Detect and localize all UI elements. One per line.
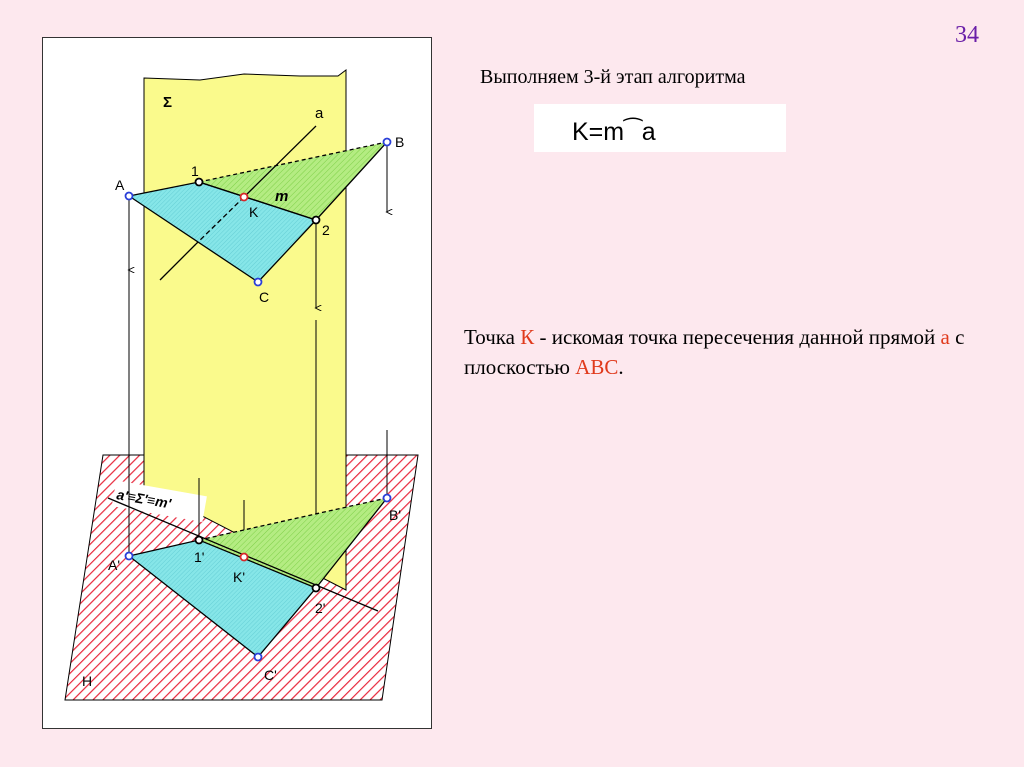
desc-part-1: Точка: [464, 325, 521, 349]
label-1: 1: [191, 163, 199, 179]
label-b: B: [395, 134, 404, 150]
point-2: [311, 215, 321, 225]
desc-line-a: а: [940, 325, 950, 349]
label-b-prime: B': [389, 507, 401, 523]
formula-rhs: a: [641, 118, 656, 146]
desc-part-4: .: [618, 355, 624, 379]
triangle-abc-green: [199, 142, 387, 220]
label-a-point: A: [115, 177, 125, 193]
label-m: m: [275, 188, 288, 205]
label-1-prime: 1': [194, 549, 204, 565]
point-1-prime: [194, 535, 204, 545]
point-a: [124, 191, 134, 201]
point-b: [382, 137, 392, 147]
point-2-prime: [311, 583, 321, 593]
point-a-prime: [124, 551, 134, 561]
point-c: [253, 277, 263, 287]
label-h: H: [82, 673, 92, 689]
desc-plane-abc: АВС: [575, 355, 619, 379]
point-k: [239, 192, 249, 202]
edge-bc-upper: [315, 141, 388, 221]
trace-label-box: [111, 480, 207, 522]
point-c-prime: [253, 652, 263, 662]
point-k-prime: [239, 552, 249, 562]
line-a-hidden: [195, 196, 245, 245]
desc-part-3: с плоскостью: [464, 325, 965, 379]
label-sigma: Σ: [163, 94, 172, 111]
line-a-visible-top: [243, 125, 317, 198]
desc-part-2: - искомая точка пересечения данной прямо…: [534, 325, 941, 349]
label-c-prime: C': [264, 667, 277, 683]
label-a-prime: A': [108, 557, 120, 573]
label-k: K: [249, 204, 259, 220]
triangle-abc-prime-green: [199, 498, 387, 588]
line-m: [198, 181, 317, 221]
point-1: [194, 177, 204, 187]
formula-box: K=m⁀a: [534, 104, 786, 152]
description-text: Точка К - искомая точка пересечения данн…: [464, 322, 974, 382]
intersection-symbol: ⁀: [624, 118, 642, 143]
slide-heading: Выполняем 3-й этап алгоритма: [480, 66, 746, 88]
label-2: 2: [322, 222, 330, 238]
label-a: a: [315, 105, 324, 122]
label-k-prime: K': [233, 569, 245, 585]
label-2-prime: 2': [315, 600, 325, 616]
slide-number: 34: [955, 22, 979, 48]
label-c: C: [259, 289, 269, 305]
desc-point-k: К: [520, 325, 535, 349]
edge-bc-lower: [315, 497, 388, 589]
point-b-prime: [382, 493, 392, 503]
formula-lhs: K=m: [572, 118, 625, 146]
formula: K=m⁀a: [572, 118, 656, 147]
line-a-visible-bottom: [159, 243, 197, 281]
